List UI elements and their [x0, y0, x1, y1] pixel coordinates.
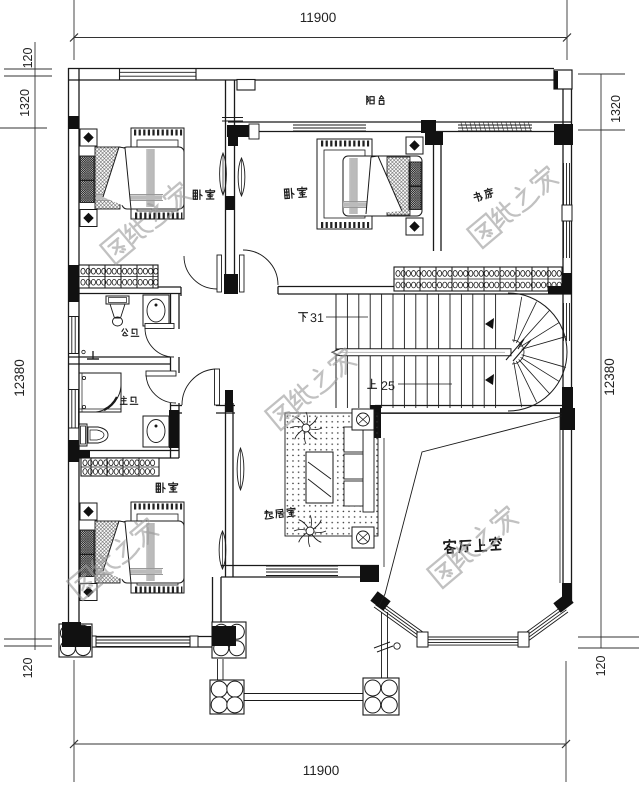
- svg-text:1320: 1320: [609, 95, 623, 123]
- svg-text:11900: 11900: [303, 763, 340, 778]
- svg-text:120: 120: [594, 656, 608, 677]
- svg-text:12380: 12380: [12, 359, 27, 397]
- svg-text:11900: 11900: [300, 10, 337, 25]
- svg-text:1320: 1320: [18, 89, 32, 117]
- svg-text:12380: 12380: [602, 358, 617, 396]
- svg-text:25: 25: [381, 379, 395, 393]
- svg-text:120: 120: [21, 48, 35, 69]
- svg-text:31: 31: [310, 311, 324, 325]
- svg-text:120: 120: [21, 658, 35, 679]
